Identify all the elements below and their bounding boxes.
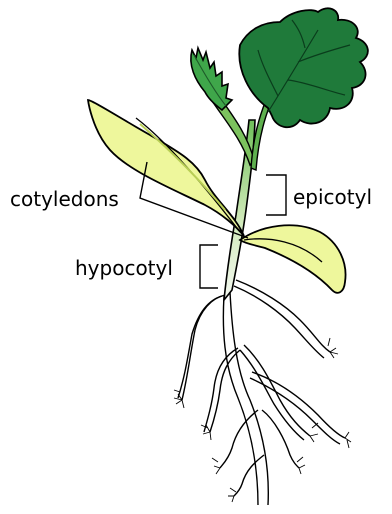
hypocotyl-label: hypocotyl [75,256,173,280]
cotyledons-label: cotyledons [10,187,119,211]
cotyledon-upper [88,100,244,236]
roots [178,280,345,505]
hypocotyl-bracket [200,245,218,288]
epicotyl-bracket [266,175,286,215]
epicotyl-label: epicotyl [293,185,372,209]
root-hairs [174,338,351,502]
cotyledon-lower [240,225,346,293]
young-leaf [191,48,232,110]
large-leaf [239,8,368,127]
